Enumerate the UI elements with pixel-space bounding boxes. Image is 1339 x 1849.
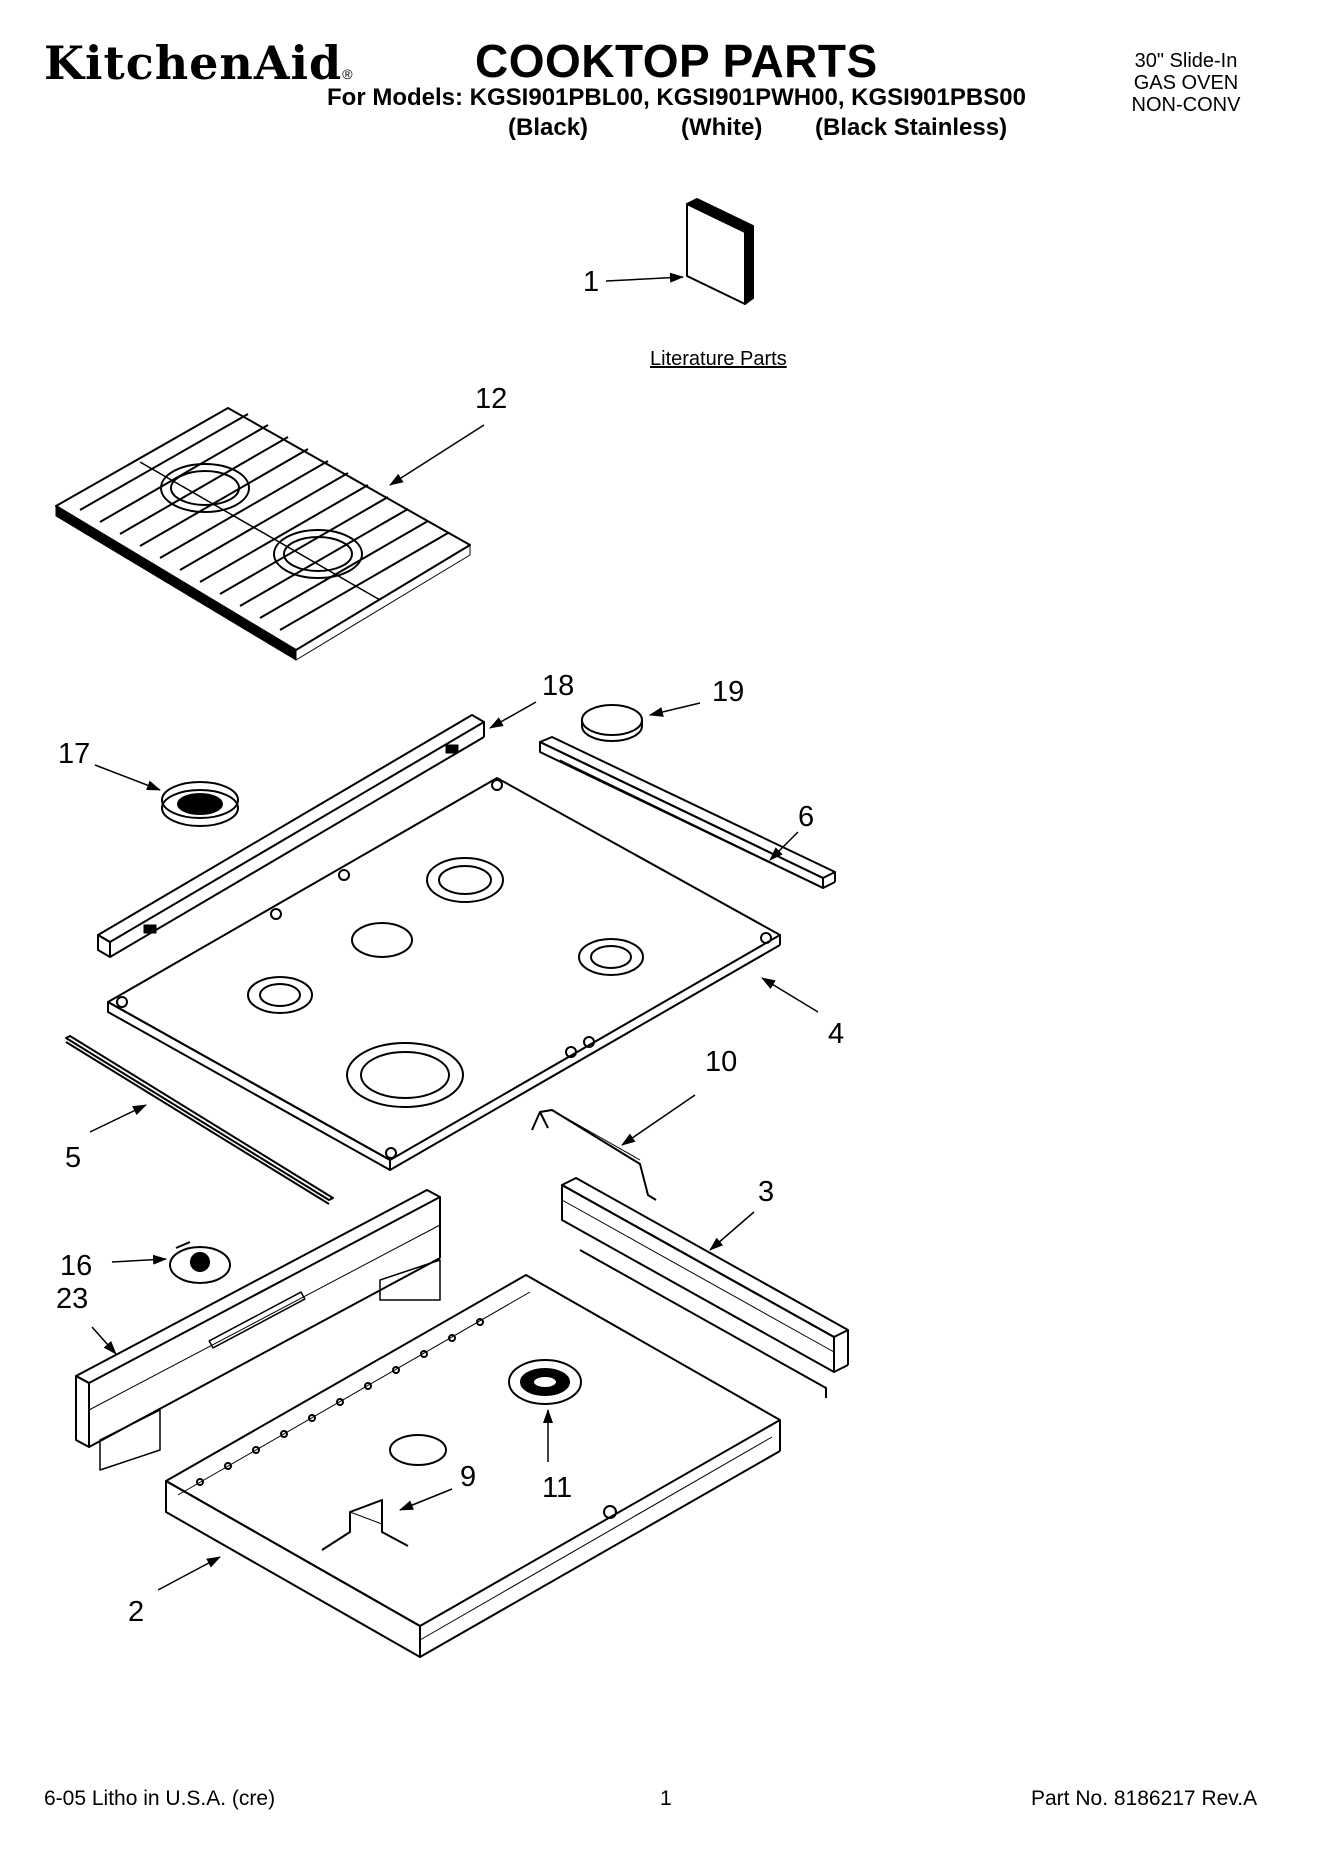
rear-trim xyxy=(539,736,836,889)
callout-4: 4 xyxy=(828,1018,845,1050)
models-line: For Models: KGSI901PBL00, KGSI901PWH00, … xyxy=(327,84,1026,111)
burner-box xyxy=(165,1274,781,1658)
page-title: COOKTOP PARTS xyxy=(475,35,878,87)
front-strip xyxy=(65,1035,334,1205)
mount-bracket xyxy=(321,1499,409,1551)
part-number: Part No. 8186217 Rev.A xyxy=(1031,1787,1258,1810)
burner-bracket xyxy=(531,1109,657,1201)
callout-1: 1 xyxy=(583,266,600,298)
callout-5: 5 xyxy=(65,1142,82,1174)
callout-23: 23 xyxy=(56,1283,89,1315)
oven-type-line: NON-CONV xyxy=(1131,94,1241,116)
igniter xyxy=(169,1241,231,1284)
callout-12: 12 xyxy=(475,383,508,415)
oven-type-line: 30" Slide-In xyxy=(1134,50,1238,72)
callout-2: 2 xyxy=(128,1596,145,1628)
color-black-stainless: (Black Stainless) xyxy=(815,114,1008,141)
callout-18: 18 xyxy=(542,670,575,702)
callout-17: 17 xyxy=(58,738,91,770)
page-number: 1 xyxy=(660,1787,672,1810)
callout-3: 3 xyxy=(758,1176,775,1208)
burner-base xyxy=(161,781,239,827)
callout-16: 16 xyxy=(60,1250,93,1282)
registered-mark: ® xyxy=(342,66,354,82)
oven-type: 30" Slide-In GAS OVEN NON-CONV xyxy=(1106,50,1266,116)
literature-booklet xyxy=(686,198,754,305)
rear-channel xyxy=(561,1177,849,1398)
leader-lines xyxy=(89,272,819,1591)
side-channel xyxy=(75,1189,441,1471)
front-trim-rail xyxy=(97,714,485,958)
callout-10: 10 xyxy=(705,1046,738,1078)
brand-logo: KitchenAid® xyxy=(44,36,354,90)
color-black: (Black) xyxy=(508,114,589,141)
callout-6: 6 xyxy=(798,801,815,833)
burner-cap xyxy=(581,704,643,736)
callout-11: 11 xyxy=(542,1472,573,1504)
oven-type-line: GAS OVEN xyxy=(1133,72,1239,94)
callout-9: 9 xyxy=(460,1461,477,1493)
grate-assembly xyxy=(55,407,471,661)
callout-19: 19 xyxy=(712,676,745,708)
literature-parts-label: Literature Parts xyxy=(650,348,787,370)
color-white: (White) xyxy=(681,114,763,141)
litho-note: 6-05 Litho in U.S.A. (cre) xyxy=(44,1787,276,1810)
main-cooktop xyxy=(107,777,781,1171)
